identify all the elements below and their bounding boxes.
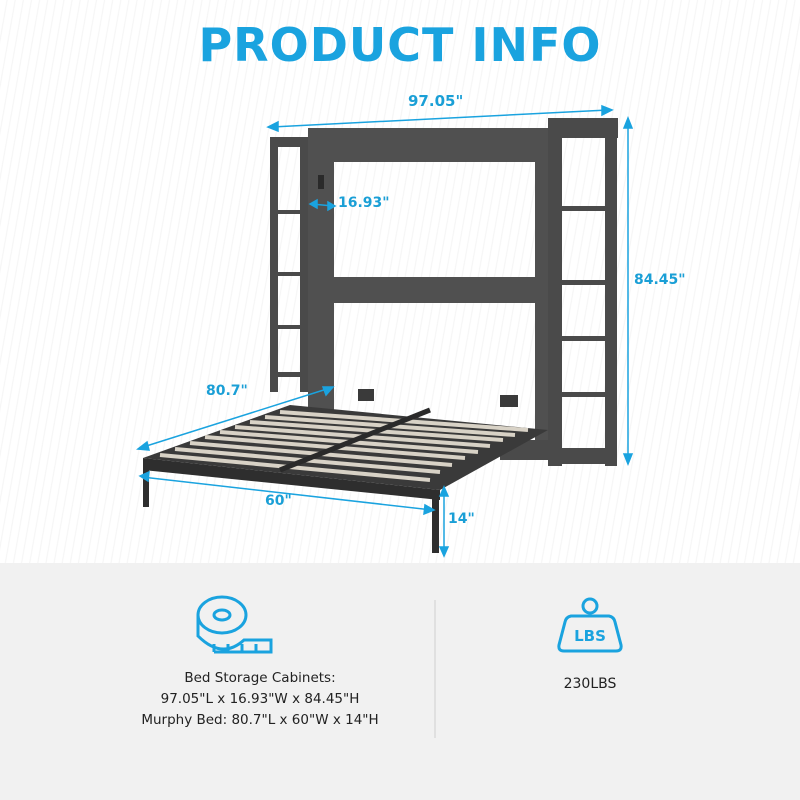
left-shelf-tower bbox=[270, 137, 310, 392]
bed-frame bbox=[143, 389, 548, 553]
bed-width-label: 60" bbox=[265, 493, 292, 509]
right-shelf-tower bbox=[500, 118, 618, 466]
cabinet-depth-label: 16.93" bbox=[338, 195, 390, 211]
specs-bed-dimensions: Murphy Bed: 80.7"L x 60"W x 14"H bbox=[141, 712, 379, 728]
bed-length-label: 80.7" bbox=[206, 383, 248, 399]
dimension-arrows bbox=[136, 104, 634, 558]
murphy-bed-illustration bbox=[136, 104, 634, 558]
bed-height-label: 14" bbox=[448, 511, 475, 527]
panel-divider bbox=[434, 600, 436, 738]
weight-value: 230LBS bbox=[563, 676, 617, 692]
dimensions-specs: Bed Storage Cabinets: 97.05"L x 16.93"W … bbox=[80, 668, 440, 731]
overall-height-label: 84.45" bbox=[634, 272, 686, 288]
page-title: PRODUCT INFO bbox=[198, 18, 602, 72]
specs-cabinet-dimensions: 97.05"L x 16.93"W x 84.45"H bbox=[160, 691, 360, 707]
specs-cabinet-title: Bed Storage Cabinets: bbox=[184, 670, 336, 686]
main-cabinet-frame bbox=[308, 128, 549, 458]
overall-width-label: 97.05" bbox=[408, 92, 464, 110]
info-panel bbox=[0, 563, 800, 800]
